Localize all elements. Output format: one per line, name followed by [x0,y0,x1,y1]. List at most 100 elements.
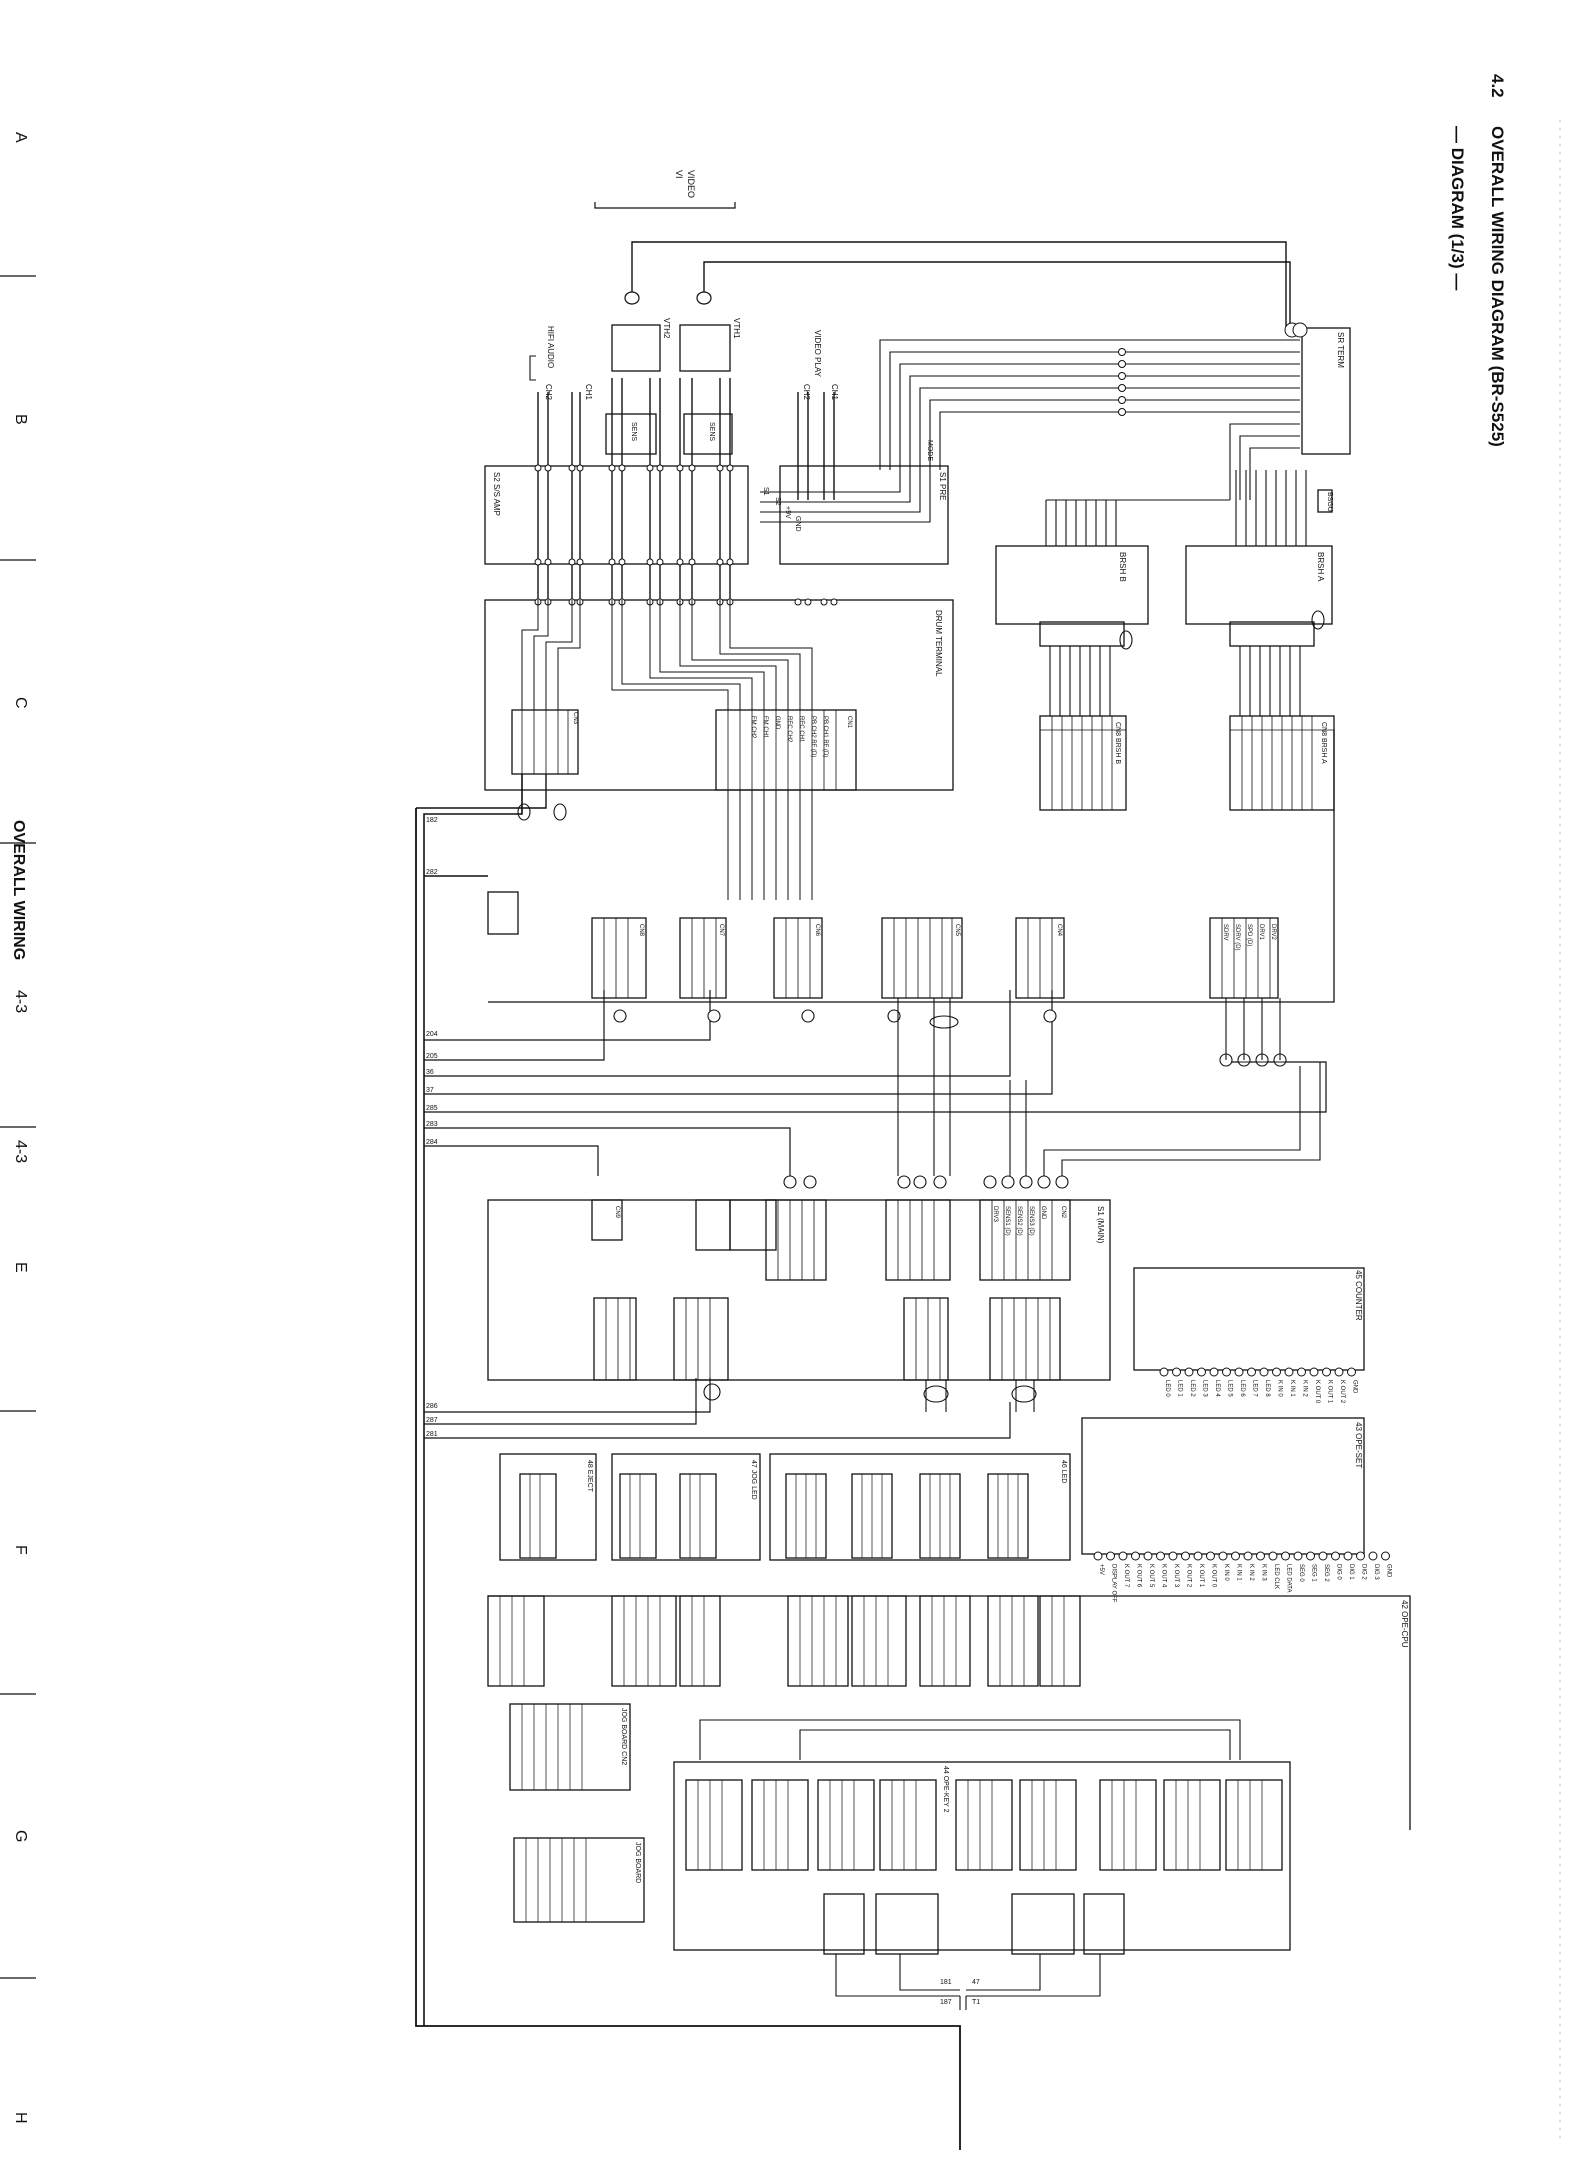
s1-main-block: S1 (MAIN) CN9 CN2 DRV3 SENS1 (D) SENS2 (… [487,1199,1111,1412]
audio-ch1: CH1 [584,384,593,401]
ope-cpu-pin-label: K IN 3 [1261,1564,1267,1581]
ope-cpu-pin-terminal [1231,1551,1240,1561]
drum-pin-rec1: REC CH1 [798,716,804,743]
pre-signal-s1: S1 [762,487,769,496]
ope-cpu-pin-terminal [1381,1551,1390,1561]
eject-label: 48 EJECT [586,1460,593,1493]
jog-led-label: 47 JOG LED [750,1460,757,1500]
main-cn5: CN5 [954,924,960,937]
counter-pin-terminal [1297,1367,1306,1377]
main-pin-spd: SPD (D) [1246,924,1252,946]
ope-cpu-pin-terminal [1206,1551,1215,1561]
margin-letter-column: A B C OVERALL WIRING 4-3 4-3 E F G H [0,132,36,2124]
ope-cpu-pin-label: K OUT 4 [1161,1564,1167,1588]
ope-cpu-pin-label: SEG 0 [1298,1564,1304,1582]
ope-cpu-pin-terminal [1293,1551,1303,1561]
bottom-number-181: 181 [940,1979,952,1986]
s1-pre-block: S1 PRE S1 S2 +9V GND MODE [760,440,949,565]
sens-label-right: SENS [708,422,715,441]
counter-pin-label: K IN 0 [1277,1380,1283,1397]
counter-pin-label: LED 8 [1264,1380,1270,1397]
wire-number-285: 285 [426,1105,438,1112]
ope-cpu-pin-terminal [1218,1551,1228,1561]
counter-pin-terminal [1309,1367,1319,1377]
ope-cpu-pin-label: SEG 2 [1323,1564,1329,1582]
ope-cpu-pin-terminal [1131,1551,1140,1561]
main-low-pin-gnd: GND [1040,1206,1046,1220]
video-play-group: VIDEO PLAY CH2 CH1 [802,330,839,401]
main-low-pin-sens1: SENS1 (D) [1004,1206,1010,1236]
counter-pin-label: LED 4 [1214,1380,1220,1397]
pre-signal-mode: MODE [926,440,933,461]
ope-cpu-pin-label: LED CLK [1273,1564,1279,1589]
ope-cpu-pin-label: LED DATA [1286,1564,1292,1592]
drum-terminal-label: DRUM TERMINAL [934,610,943,677]
side-caption-page-b: 4-3 [12,1140,29,1163]
ope-cpu-pin-label: K OUT 5 [1148,1564,1154,1588]
ope-cpu-pin-label: DISPLAY OFF [1111,1564,1117,1603]
play-ch2: CH2 [802,384,811,401]
vth2-label: VTH2 [662,318,671,339]
section-number: 4.2 [1488,74,1507,98]
wire-number-204: 204 [426,1031,438,1038]
wire-number-282: 282 [426,869,438,876]
ope-cpu-pin-label: DIG 2 [1361,1564,1367,1580]
counter-pin-terminal [1247,1367,1256,1377]
pre-signal-gnd: GND [794,516,801,532]
main-low-cn9: CN9 [614,1206,620,1219]
counter-pin-label: LED 7 [1252,1380,1258,1397]
ope-cpu-pin-terminal [1143,1551,1153,1561]
ope-cpu-pin-terminal [1181,1551,1190,1561]
margin-letter-f: F [12,1545,29,1555]
counter-pin-terminal [1159,1367,1169,1377]
ope-cpu-pin-label: GND [1386,1564,1392,1578]
main-pin-sdrv: SDRV [1222,924,1228,941]
play-heading: VIDEO PLAY [813,330,822,378]
margin-letter-c: C [12,697,29,709]
ope-cpu-pin-label: K OUT 3 [1173,1564,1179,1588]
brsh-a-label: BRSH A [1316,552,1325,582]
ope-cpu-pin-label: K OUT 1 [1198,1564,1204,1588]
ope-cpu-pin-terminal [1156,1551,1165,1561]
bottom-number-47: 47 [972,1979,980,1986]
main-low-pin-sens3: SENS3 (D) [1028,1206,1034,1236]
wire-number-286: 286 [426,1403,438,1410]
vth1-head-box [679,324,731,372]
ope-cpu-pin-terminal [1306,1551,1315,1561]
ope-cpu-pin-label: DIG 0 [1336,1564,1342,1580]
ope-cpu-pin-terminal [1093,1551,1103,1561]
counter-pin-terminal [1184,1367,1194,1377]
counter-pin-terminal [1197,1367,1206,1377]
main-pin-sdrv-d: SDRV (D) [1234,924,1240,951]
jog-board-label: JOG BOARD [634,1842,641,1883]
sr-term-label: SR TERM [1336,332,1345,368]
counter-label: 45 COUNTER [1354,1270,1363,1321]
jog-board-cn-label: JOG BOARD CN2 [620,1708,627,1765]
margin-letter-h: H [12,2112,29,2124]
main-low-pin-drv3: DRV3 [992,1206,998,1223]
drum-pin-gnd: GND [774,716,780,730]
wire-number-182: 182 [426,817,438,824]
wire-number-287: 287 [426,1417,438,1424]
audio-head-group: HIFI AUDIO CH2 CH1 [529,326,593,401]
drum-cn3: CN3 [572,712,578,725]
ope-cpu-pin-terminal [1331,1551,1340,1561]
section-header: 4.2 OVERALL WIRING DIAGRAM (BR-S525) — D… [1448,74,1507,447]
ope-key2-block: 44 OPE-KEY 2 [673,1719,1291,2010]
s1-pre-label: S1 PRE [938,472,947,500]
brsh-b-label: BRSH B [1118,552,1127,582]
main-cn8: CN8 [638,924,644,937]
margin-letter-g: G [12,1830,29,1842]
ope-cpu-pin-terminal [1318,1551,1328,1561]
wire-number-37: 37 [426,1087,434,1094]
main-pin-drv2: DRV2 [1270,924,1276,941]
wire-number-284: 284 [426,1139,438,1146]
bsgu-label: BSGU [1326,492,1333,512]
counter-pin-label: K IN 2 [1302,1380,1308,1397]
counter-pin-terminal [1347,1367,1356,1377]
bottom-number-t1: T1 [972,1999,980,2006]
